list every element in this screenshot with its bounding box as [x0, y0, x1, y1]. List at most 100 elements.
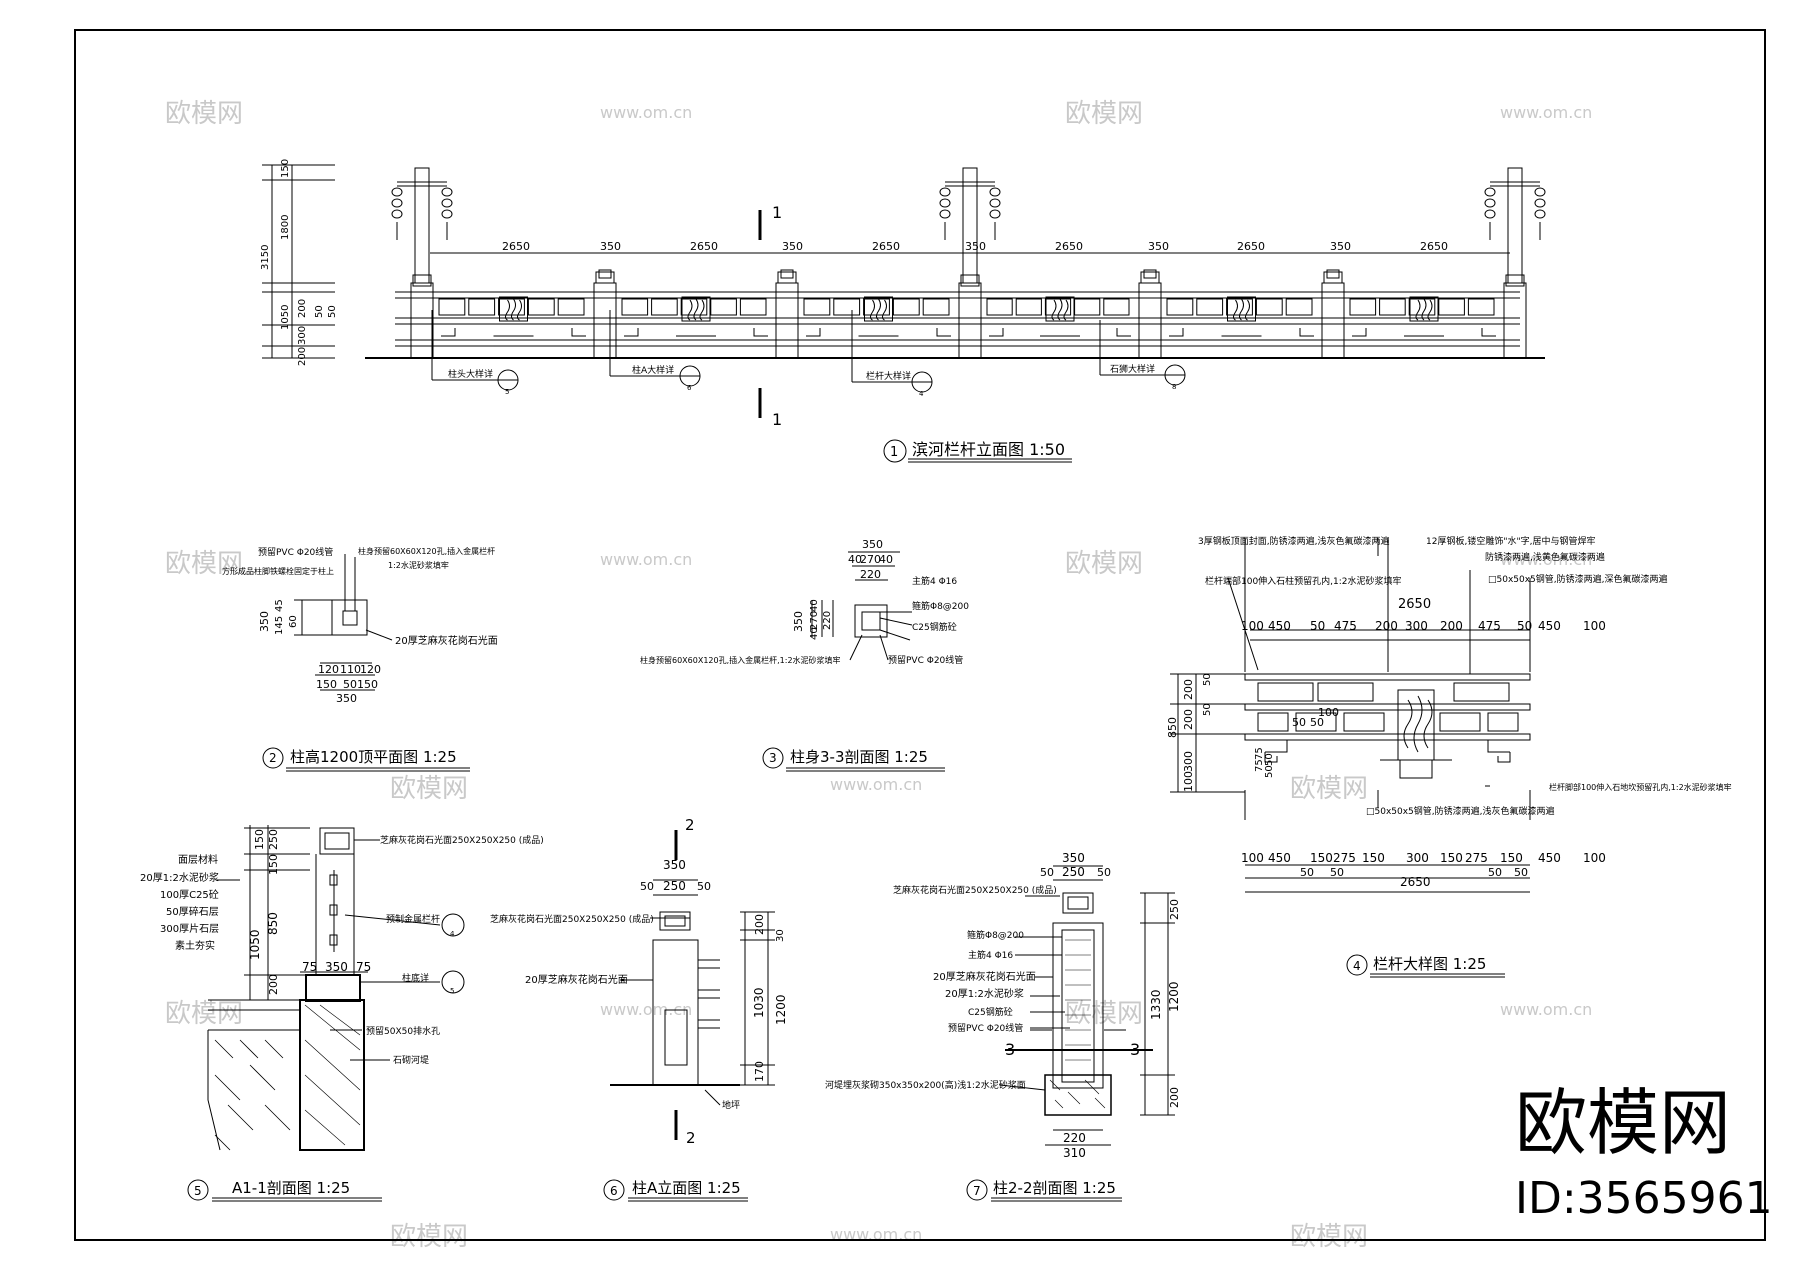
note: 1:2水泥砂浆填牢	[388, 560, 449, 570]
view-5-section	[187, 825, 465, 1202]
view-3-text: 350 40 270 40 220 350 40 270 40 220 主筋4 …	[640, 538, 969, 766]
watermark-url: www.om.cn	[1500, 103, 1592, 122]
railing-post	[1138, 269, 1162, 359]
lamp-post	[939, 167, 1001, 284]
view-6-title: 柱A立面图 1:25	[632, 1179, 741, 1197]
dim-span: 2650	[1055, 240, 1083, 253]
view-4-railing-detail	[1170, 538, 1531, 978]
note: 方形成品柱脚铁螺栓固定于柱上	[222, 566, 334, 576]
dim: 100	[1318, 706, 1339, 719]
railing-panel	[1343, 712, 1385, 732]
railing-panel	[986, 296, 1131, 337]
dim-height: 200	[297, 347, 308, 366]
railing-panel	[803, 296, 951, 337]
dim-height: 300	[297, 326, 308, 345]
view-4-title: 栏杆大样图 1:25	[1373, 955, 1486, 973]
view-7-text: 350 50 250 50 250 1200 1330 200 220 310 …	[825, 851, 1181, 1198]
note: 预留50X50排水孔	[366, 1025, 440, 1037]
dim: 150	[316, 678, 337, 691]
dim-height: 50	[327, 305, 338, 318]
note: 栏杆端部100伸入石柱预留孔内,1:2水泥砂浆填牢	[1205, 575, 1402, 587]
note: 3厚钢板顶面封面,防锈漆两遍,浅灰色氟碳漆两遍	[1198, 535, 1389, 547]
view-7-num: 7	[973, 1184, 981, 1198]
note: 预留PVC Φ20线管	[258, 546, 333, 558]
dim-total: 2650	[1400, 875, 1431, 889]
dim: 200	[267, 974, 280, 995]
note: 20厚1:2水泥砂浆	[945, 987, 1024, 1000]
dim: 150	[1440, 851, 1463, 865]
dim: 200	[1440, 619, 1463, 633]
watermark-logo: 欧模网	[1065, 999, 1143, 1029]
dim: 350	[792, 611, 805, 632]
dim: 100	[1583, 619, 1606, 633]
dim: 200	[753, 914, 766, 935]
railing-post	[1321, 269, 1345, 359]
note: □50x50x5钢管,防锈漆两遍,深色氟碳漆两遍	[1488, 573, 1668, 585]
watermark-logo: 欧模网	[1290, 774, 1368, 804]
dim-height: 50	[314, 305, 325, 318]
dim-span: 2650	[872, 240, 900, 253]
dim: 170	[753, 1061, 766, 1082]
note: 箍筋Φ8@200	[967, 929, 1024, 941]
note: 预制金属栏杆	[386, 913, 440, 925]
dim-height: 1800	[280, 215, 291, 240]
railing-panel	[1257, 682, 1314, 702]
railing-panel	[1487, 712, 1519, 732]
dim-height: 1050	[280, 305, 291, 330]
dim: 50	[1330, 866, 1344, 879]
dim: 450	[1268, 619, 1291, 633]
dim: 200	[1375, 619, 1398, 633]
section-mark: 1	[772, 410, 782, 429]
dim: 50	[1292, 716, 1306, 729]
callout-label: 柱头大样详	[448, 368, 493, 380]
view-7-title: 柱2-2剖面图 1:25	[993, 1179, 1116, 1197]
dim: 350	[336, 692, 357, 705]
watermark-url: www.om.cn	[830, 775, 922, 794]
view-6-text: 2 2 350 50 250 50 200 30 1030 1200 170 芝…	[490, 816, 788, 1198]
view-3-section	[762, 551, 945, 772]
dim-total: 2650	[1398, 597, 1431, 612]
note: C25钢筋砼	[968, 1006, 1013, 1018]
dim: 40	[809, 627, 820, 640]
dim: 40	[848, 553, 862, 566]
brand-logo: 欧模网	[1515, 1081, 1731, 1165]
dim: 40	[879, 553, 893, 566]
railing-panel	[1439, 712, 1481, 732]
view-2-plan	[262, 554, 470, 772]
dim: 1200	[774, 994, 788, 1025]
note: 石砌河堤	[393, 1054, 429, 1066]
dim-span: 2650	[690, 240, 718, 253]
note: 柱身预留60X60X120孔,插入金属栏杆	[358, 546, 495, 556]
railing-panel	[621, 296, 768, 337]
note: 芝麻灰花岗石光面250X250X250 (成品)	[893, 884, 1057, 896]
callout-ref: 4	[919, 390, 924, 398]
view-6-num: 6	[610, 1184, 618, 1198]
dim: 75	[1254, 759, 1265, 772]
railing-panel	[1166, 296, 1314, 337]
dim-height: 150	[280, 159, 291, 178]
view-1-num: 1	[890, 445, 898, 460]
railing-panel	[1349, 296, 1496, 337]
railing-panel	[1257, 712, 1289, 732]
dim: 270	[860, 553, 881, 566]
dim: 100	[1182, 771, 1195, 792]
watermark-url: www.om.cn	[600, 103, 692, 122]
dim: 275	[1465, 851, 1488, 865]
callout-ref: 5	[450, 987, 454, 995]
brand-id: ID:3565961	[1515, 1173, 1773, 1224]
railing-panel	[438, 296, 586, 337]
layer: 300厚片石层	[160, 922, 219, 935]
callout-ref: 6	[687, 384, 692, 392]
watermark-url: www.om.cn	[600, 1000, 692, 1019]
view-5-text: 面层材料 20厚1:2水泥砂浆 100厚C25砼 50厚碎石层 300厚片石层 …	[140, 829, 544, 1198]
watermark-url: www.om.cn	[1500, 550, 1592, 569]
note: C25钢筋砼	[912, 621, 957, 633]
dim: 40	[809, 599, 820, 612]
view-5-num: 5	[194, 1184, 202, 1198]
dim: 100	[1241, 851, 1264, 865]
note: 河堤埋灰浆砌350x350x200(高)浅1:2水泥砂浆面	[825, 1079, 1026, 1091]
watermark-logo: 欧模网	[1290, 1222, 1368, 1252]
dim: 150	[253, 829, 266, 850]
dim: 250	[1062, 865, 1085, 879]
dim: 50	[640, 880, 654, 893]
